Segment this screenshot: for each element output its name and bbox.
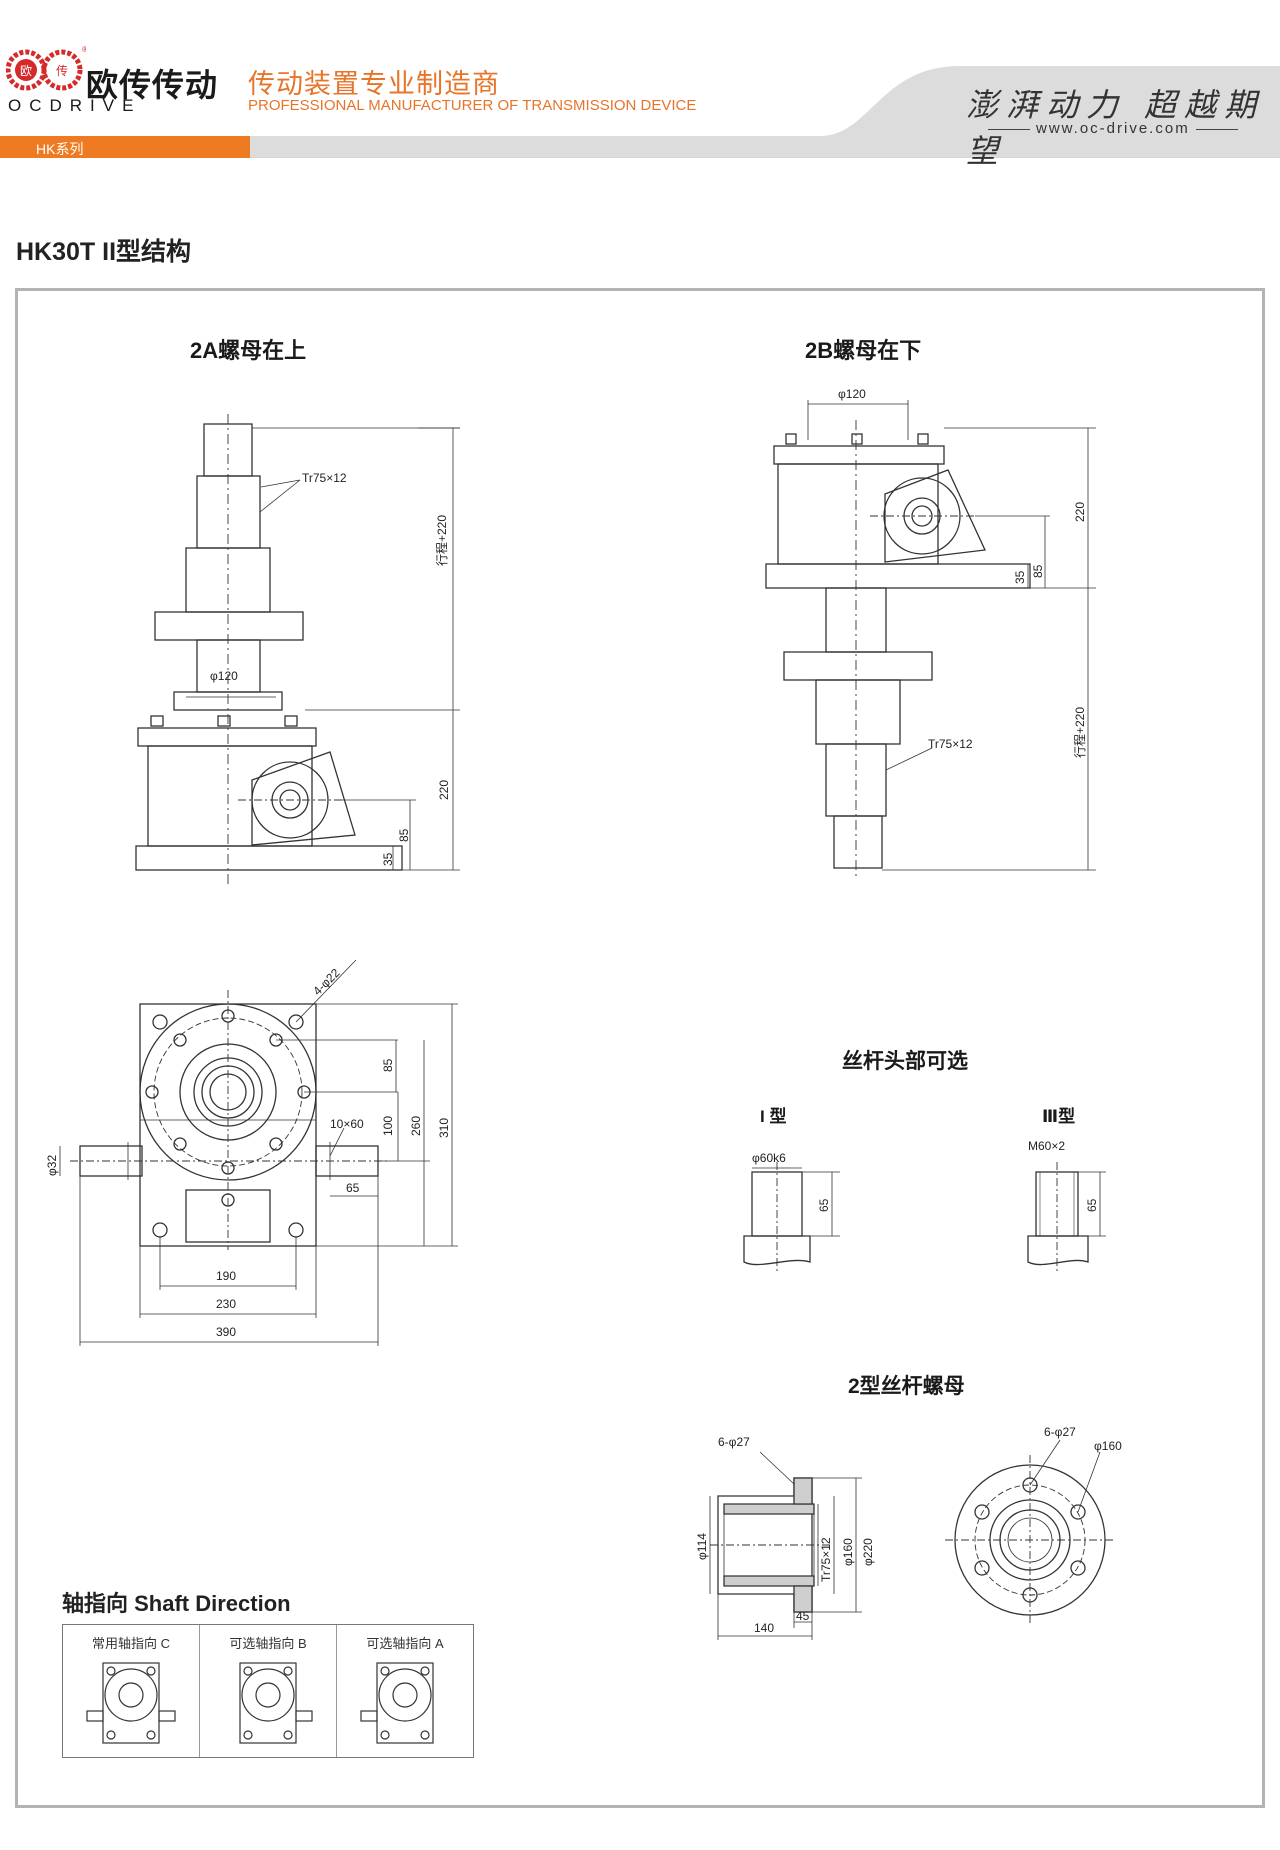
nut-side-d2-label: φ160	[841, 1538, 855, 1566]
plan-shaft-dia-label: φ32	[45, 1155, 59, 1176]
shaft-direction-table: 常用轴指向 C 可选轴指向 B 可选轴指向 A	[62, 1624, 474, 1758]
view-2b-drawing	[765, 400, 1096, 880]
brand-name-en: OCDRIVE	[8, 96, 142, 115]
screw-head-type3-label: Ⅲ型	[1042, 1107, 1076, 1126]
shaft-direction-caption-b: 可选轴指向 B	[229, 1636, 307, 1651]
plan-dim-100: 100	[381, 1116, 395, 1136]
brand-name-cn: 欧传传动	[86, 67, 219, 103]
company-logo: 欧 传 ®	[5, 44, 236, 114]
screw-head-title: 丝杆头部可选	[842, 1050, 968, 1073]
shaft-direction-caption-c: 常用轴指向 C	[91, 1636, 170, 1651]
nut-side-drawing	[709, 1451, 862, 1640]
shaft-direction-title: 轴指向 Shaft Direction	[62, 1591, 291, 1616]
shaft-direction-caption-a: 可选轴指向 A	[366, 1636, 444, 1651]
view-2a-stroke-label: 行程+220	[434, 515, 449, 566]
type1-dia-label: φ60k6	[752, 1151, 786, 1165]
nut-side-d3-label: φ220	[861, 1538, 875, 1566]
screw-head-type1-label: I 型	[760, 1107, 787, 1126]
svg-text:®: ®	[82, 45, 86, 54]
nut-title: 2型丝杆螺母	[848, 1375, 965, 1398]
drawing-frame	[15, 288, 1265, 1808]
view-2b-stroke-label: 行程+220	[1072, 707, 1087, 758]
view-2b-bore-label: φ120	[838, 387, 866, 401]
nut-side-l1-label: 140	[754, 1621, 774, 1635]
view-2b-title: 2B螺母在下	[805, 338, 922, 363]
view-2a-dim-220: 220	[437, 780, 451, 800]
view-2a-dim-85: 85	[397, 828, 411, 842]
nut-face-pcd-label: φ160	[1094, 1439, 1122, 1453]
plan-dim-310: 310	[437, 1118, 451, 1138]
type1-len-label: 65	[817, 1198, 831, 1212]
plan-dim-230: 230	[216, 1297, 236, 1311]
nut-side-holes-label: 6-φ27	[718, 1435, 750, 1449]
company-motto: 澎湃动力 超越期望	[966, 86, 1265, 170]
plan-holes-label: 4-φ22	[310, 966, 343, 999]
plan-dim-65: 65	[346, 1181, 360, 1195]
nut-side-l2-label: 45	[796, 1609, 810, 1623]
type3-thread-label: M60×2	[1028, 1139, 1065, 1153]
plan-dim-390: 390	[216, 1325, 236, 1339]
nut-face-drawing	[945, 1439, 1115, 1625]
shaft-direction-option-b: 可选轴指向 B	[200, 1625, 337, 1757]
shaft-direction-option-a: 可选轴指向 A	[337, 1625, 473, 1757]
view-2b-dim-35: 35	[1013, 570, 1027, 584]
view-2a-title: 2A螺母在上	[190, 338, 307, 363]
view-2b-thread-label: Tr75×12	[928, 737, 973, 751]
series-tab[interactable]: HK系列	[0, 136, 250, 158]
screw-head-drawings	[743, 1162, 1106, 1272]
plan-dim-190: 190	[216, 1269, 236, 1283]
svg-text:欧: 欧	[20, 64, 32, 78]
view-2a-bore-label: φ120	[210, 669, 238, 683]
nut-side-d1-label: φ114	[695, 1533, 709, 1560]
view-2b-dim-85: 85	[1031, 564, 1045, 578]
slogan-en: PROFESSIONAL MANUFACTURER OF TRANSMISSIO…	[248, 97, 697, 114]
svg-text:传: 传	[56, 63, 68, 78]
nut-side-thread-label: Tr75×12	[819, 1537, 833, 1582]
view-2b-dim-220: 220	[1073, 502, 1087, 522]
series-tab-label: HK系列	[36, 141, 84, 157]
nut-face-holes-label: 6-φ27	[1044, 1425, 1076, 1439]
view-2a-drawing	[135, 414, 460, 884]
type3-len-label: 65	[1085, 1198, 1099, 1212]
view-2a-thread-label: Tr75×12	[302, 471, 347, 485]
page-title: HK30T II型结构	[16, 238, 192, 266]
shaft-direction-icon-a	[360, 1662, 434, 1744]
slogan-cn: 传动装置专业制造商	[248, 69, 500, 99]
shaft-direction-icon-c	[86, 1662, 176, 1744]
plan-dim-260: 260	[409, 1116, 423, 1136]
plan-key-label: 10×60	[330, 1117, 364, 1131]
plan-view-drawing	[59, 959, 458, 1346]
view-2a-dim-35: 35	[381, 852, 395, 866]
website-url[interactable]: www.oc-drive.com	[982, 120, 1244, 137]
shaft-direction-option-c: 常用轴指向 C	[63, 1625, 200, 1757]
plan-dim-85: 85	[381, 1058, 395, 1072]
shaft-direction-icon-b	[239, 1662, 313, 1744]
